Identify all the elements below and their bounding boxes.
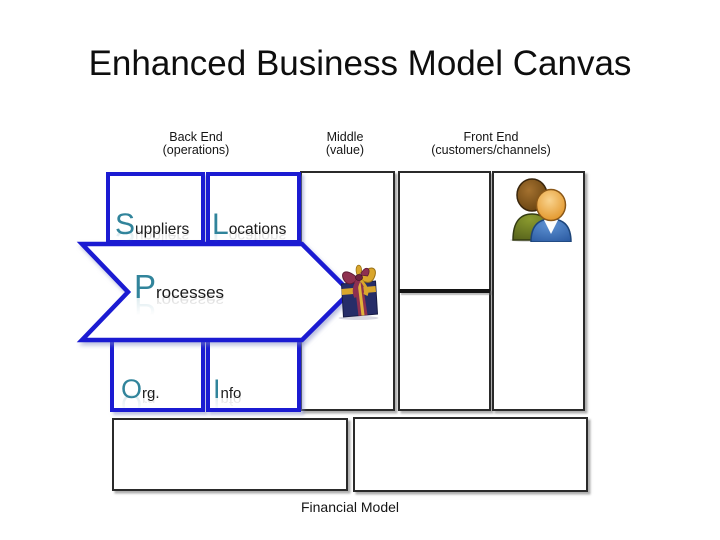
header-front-end: Front End (customers/channels)	[398, 131, 584, 157]
slide-title: Enhanced Business Model Canvas	[88, 44, 632, 83]
locations-initial: L	[212, 208, 229, 241]
header-front-end-line1: Front End	[463, 130, 519, 144]
front-end-box-1	[398, 171, 491, 411]
financial-box-right	[353, 417, 588, 492]
header-middle-line2: (value)	[325, 143, 365, 157]
header-front-end-line2: (customers/channels)	[431, 143, 551, 157]
suppliers-label: Suppliers	[115, 208, 190, 241]
org-initial: O	[121, 374, 143, 404]
org-label-wrap: Org. Org.	[121, 374, 160, 420]
locations-label-wrap: Locations Locations	[212, 208, 287, 258]
financial-model-label: Financial Model	[300, 499, 400, 515]
financial-box-left	[112, 418, 348, 491]
processes-arrow	[76, 241, 354, 343]
locations-box: Locations Locations	[206, 172, 301, 258]
header-middle-line1: Middle	[326, 130, 364, 144]
processes-label: Processes	[134, 268, 225, 305]
front-end-box-1-divider	[399, 289, 490, 293]
suppliers-initial: S	[115, 208, 136, 241]
processes-initial: P	[134, 268, 157, 305]
info-box: Info Info	[206, 337, 301, 420]
info-initial: I	[213, 374, 221, 404]
suppliers-box: Suppliers Suppliers	[106, 172, 205, 258]
org-label: Org.	[121, 374, 160, 404]
front-end-box-2	[492, 171, 585, 411]
org-box: Org. Org.	[110, 337, 205, 420]
header-middle: Middle (value)	[295, 131, 395, 157]
org-label-reflection: Org.	[121, 389, 160, 419]
customers-people-icon	[510, 178, 572, 242]
info-label: Info	[213, 374, 242, 404]
info-label-reflection: Info	[213, 389, 242, 419]
gift-icon	[338, 264, 379, 320]
info-label-wrap: Info Info	[213, 374, 242, 420]
suppliers-label-wrap: Suppliers Suppliers	[115, 208, 190, 258]
header-back-end-line1: Back End	[169, 130, 223, 144]
processes-label-reflection: Processes	[134, 288, 225, 325]
processes-label-wrap: Processes Processes	[134, 268, 225, 325]
locations-label: Locations	[212, 208, 287, 241]
header-back-end: Back End (operations)	[136, 131, 256, 157]
header-back-end-line2: (operations)	[162, 143, 230, 157]
